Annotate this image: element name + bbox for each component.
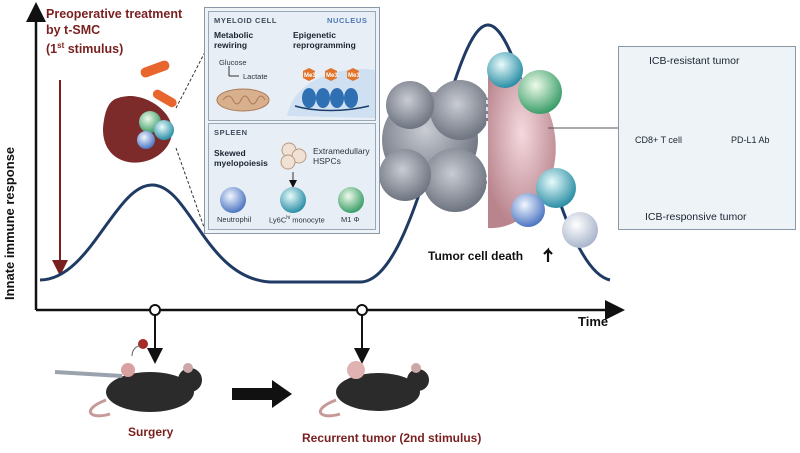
mitochondrion-icon xyxy=(216,66,270,112)
surgery-timepoint xyxy=(149,304,161,316)
recurrent-label: Recurrent tumor (2nd stimulus) xyxy=(302,431,482,445)
cd8-label: CD8+ T cell xyxy=(635,135,682,145)
lactate-label: Lactate xyxy=(243,72,268,81)
m1-label: M1 Φ xyxy=(341,215,360,224)
nucleus-header: NUCLEUS xyxy=(327,16,368,25)
neutrophil-label: Neutrophil xyxy=(217,215,252,224)
myeloid-header: MYELOID CELL xyxy=(214,16,278,25)
arrow-right-icon xyxy=(232,380,292,408)
mouse-recurrent-illustration xyxy=(319,361,429,418)
me3-mark-3: Me3 xyxy=(348,73,360,79)
hspc-label: Extramedullary HSPCs xyxy=(313,146,370,166)
tumor-death-label: Tumor cell death xyxy=(428,249,524,263)
me3-mark-2: Me3 xyxy=(326,73,338,79)
y-axis-label: Innate immune response xyxy=(2,146,17,300)
chromatin-icon xyxy=(287,68,375,118)
me3-mark-1: Me3 xyxy=(304,73,316,79)
myeloid-cell-box: MYELOID CELL NUCLEUS Metabolic rewiring … xyxy=(208,11,376,121)
icb-responsive-label: ICB-responsive tumor xyxy=(645,211,747,223)
treatment-line3: (1st stimulus) xyxy=(46,41,124,57)
x-axis-label: Time xyxy=(578,314,609,329)
increase-arrow-icon xyxy=(543,247,553,262)
cell-lineage-icons xyxy=(220,142,364,213)
spleen-header: SPLEEN xyxy=(214,128,248,137)
skewed-label: Skewed myelopoiesis xyxy=(214,148,268,168)
recurrence-timepoint xyxy=(356,304,368,316)
treatment-line1: Preoperative treatment xyxy=(46,7,183,21)
pdl1-label: PD-L1 Ab xyxy=(731,135,770,145)
myeloid-spleen-panel: MYELOID CELL NUCLEUS Metabolic rewiring … xyxy=(204,7,380,234)
treatment-label: Preoperative treatment by t-SMC (1st sti… xyxy=(46,6,182,57)
treatment-line2: by t-SMC xyxy=(46,23,101,37)
spleen-illustration xyxy=(103,60,177,163)
glucose-label: Glucose xyxy=(219,58,247,67)
icb-resistant-label: ICB-resistant tumor xyxy=(649,55,740,67)
monocyte-label: Ly6Chi monocyte xyxy=(269,215,325,225)
spleen-box: SPLEEN Skewed myelopoiesis Extramedullar… xyxy=(208,123,376,230)
epigenetic-label: Epigenetic reprogramming xyxy=(293,30,356,50)
tumor-illustration xyxy=(379,52,598,248)
icb-panel: ICB-resistant tumor CD8+ T cell PD-L1 Ab… xyxy=(618,46,796,230)
surgery-label: Surgery xyxy=(128,425,174,439)
metabolic-label: Metabolic rewiring xyxy=(214,30,254,50)
mouse-surgery-illustration xyxy=(54,339,202,418)
